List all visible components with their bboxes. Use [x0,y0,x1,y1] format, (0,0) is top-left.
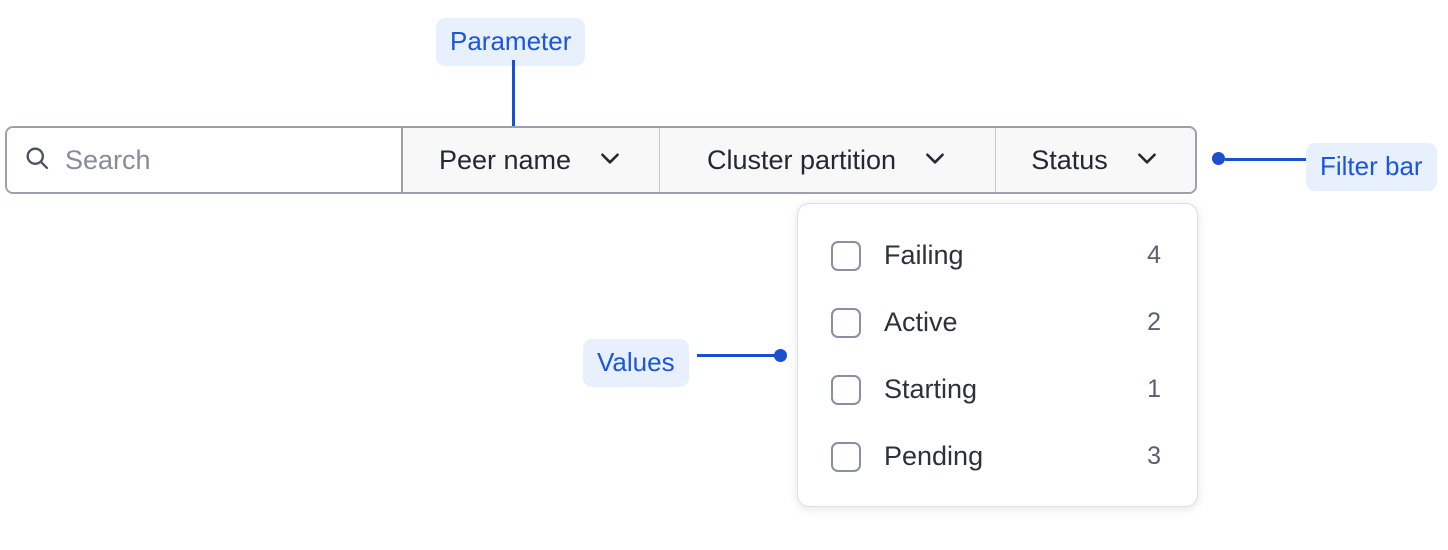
annotation-label-values: Values [583,339,689,387]
connector-line-values [697,354,777,357]
filter-segment-label: Status [1031,144,1108,175]
dropdown-option-label: Active [884,307,958,337]
chevron-down-icon [597,145,623,176]
dropdown-option[interactable]: Starting 1 [831,356,1161,423]
dropdown-option-count: 1 [1147,375,1161,403]
dropdown-option-count: 2 [1147,308,1161,336]
connector-line-filter-bar [1225,158,1307,161]
filter-segment-peer-name[interactable]: Peer name [403,128,660,192]
filter-segment-label: Peer name [438,144,572,175]
search-field[interactable] [7,128,403,192]
checkbox-icon[interactable] [831,374,861,405]
connector-dot-filter-bar [1212,152,1225,165]
checkbox-icon[interactable] [831,441,861,472]
filter-segment-status[interactable]: Status [996,128,1195,192]
dropdown-option-count: 4 [1147,241,1161,269]
annotation-label-filter-bar: Filter bar [1306,143,1437,191]
dropdown-option-label: Failing [884,240,964,270]
dropdown-option-label: Pending [884,441,984,471]
chevron-down-icon [1134,145,1160,176]
dropdown-option-count: 3 [1147,442,1161,470]
chevron-down-icon [922,145,948,176]
dropdown-option[interactable]: Failing 4 [831,222,1161,289]
dropdown-option[interactable]: Active 2 [831,289,1161,356]
status-dropdown-panel: Failing 4 Active 2 Starting 1 Pending 3 [797,203,1198,507]
checkbox-icon[interactable] [831,307,861,338]
filter-segment-label: Cluster partition [706,144,897,175]
checkbox-icon[interactable] [831,240,861,271]
filter-bar: Peer name Cluster partition Status [5,126,1197,194]
dropdown-option-label: Starting [884,374,978,404]
filter-segment-cluster-partition[interactable]: Cluster partition [660,128,996,192]
connector-line-parameter [512,60,515,142]
search-input[interactable] [65,144,365,176]
connector-dot-values [774,349,787,362]
annotation-label-parameter: Parameter [436,18,586,66]
dropdown-option[interactable]: Pending 3 [831,423,1161,490]
search-icon [23,144,51,177]
